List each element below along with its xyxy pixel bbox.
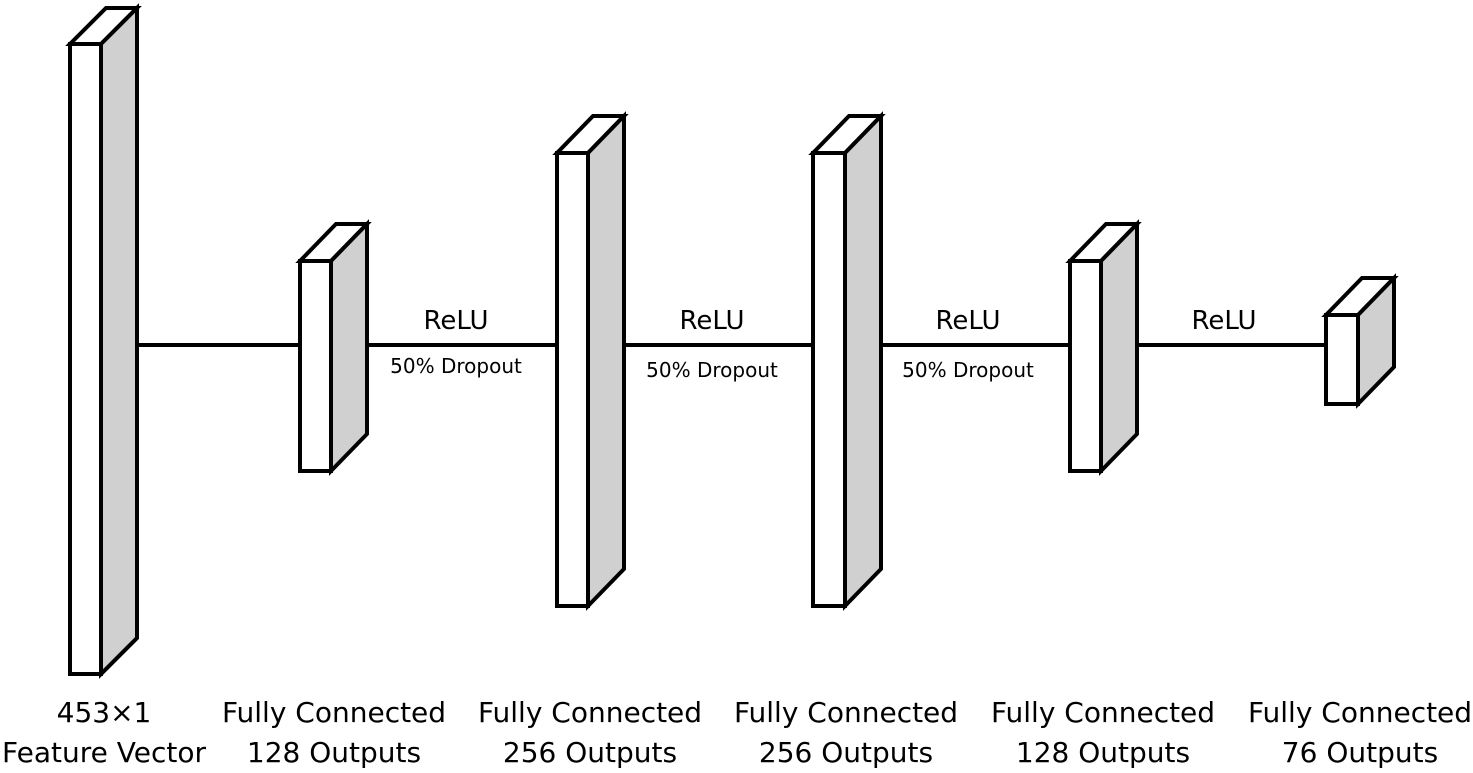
caption-line-2: 128 Outputs	[247, 736, 421, 769]
caption-line-1: Fully Connected	[1248, 696, 1472, 729]
caption-line-1: Fully Connected	[734, 696, 958, 729]
block-front-face	[811, 151, 847, 608]
layer-block-fc3	[808, 111, 886, 611]
block-side-face	[1099, 219, 1139, 476]
caption-line-1: Fully Connected	[222, 696, 446, 729]
caption-line-2: 256 Outputs	[503, 736, 677, 769]
activation-label: ReLU	[935, 306, 1000, 336]
block-front-face	[555, 151, 590, 608]
layer-block-fc1	[295, 219, 372, 476]
block-side-face	[586, 111, 626, 611]
dropout-label: 50% Dropout	[646, 358, 778, 382]
activation-label: ReLU	[423, 306, 488, 336]
activation-label: ReLU	[679, 306, 744, 336]
layer-block-fc5	[1321, 273, 1399, 409]
caption-line-2: Feature Vector	[2, 736, 206, 769]
layer-block-fc4	[1065, 219, 1142, 476]
block-side-face	[329, 219, 369, 476]
caption-line-1: Fully Connected	[991, 696, 1215, 729]
dropout-label: 50% Dropout	[390, 354, 522, 378]
caption-line-1: 453×1	[57, 696, 152, 729]
block-front-face	[1324, 313, 1360, 406]
connection-labels: ReLU 50% Dropout ReLU 50% Dropout ReLU 5…	[390, 306, 1256, 382]
dropout-label: 50% Dropout	[902, 358, 1034, 382]
block-front-face	[68, 42, 103, 676]
block-front-face	[298, 259, 333, 473]
block-side-face	[843, 111, 883, 611]
layer-block-fc2	[552, 111, 629, 611]
block-side-face	[99, 3, 139, 679]
layer-captions: 453×1 Feature Vector Fully Connected 128…	[2, 696, 1472, 769]
caption-line-2: 128 Outputs	[1016, 736, 1190, 769]
block-front-face	[1068, 259, 1103, 473]
caption-line-2: 76 Outputs	[1282, 736, 1438, 769]
caption-line-2: 256 Outputs	[759, 736, 933, 769]
layer-block-input	[65, 3, 142, 679]
activation-label: ReLU	[1191, 306, 1256, 336]
caption-line-1: Fully Connected	[478, 696, 702, 729]
